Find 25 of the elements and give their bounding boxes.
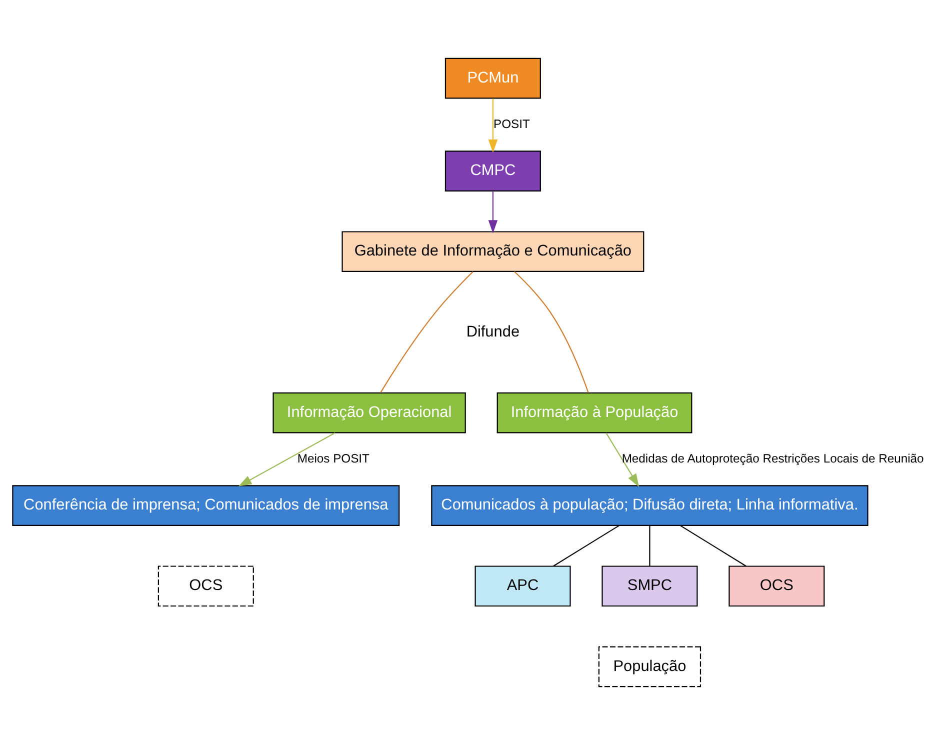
node-box: Conferência de imprensa; Comunicados de imprensa (12, 484, 400, 526)
node-box: SMPC (602, 565, 698, 606)
arrow (238, 432, 336, 486)
arrow (488, 190, 498, 233)
label: Difunde (466, 322, 520, 340)
node-box: Informação Operacional (272, 392, 466, 433)
node-box: CMPC (444, 150, 541, 191)
arrow (488, 98, 498, 152)
edge-label: Medidas de Autoproteção Restrições Locais de Reunião (622, 450, 924, 465)
node-box: Gabinete de Informação e Comunicação (342, 230, 644, 272)
node-box: População (598, 646, 702, 687)
edge-label: Meios POSIT (297, 450, 370, 465)
node-box: OCS (728, 565, 825, 606)
arrow (606, 432, 640, 486)
connector (680, 524, 746, 566)
connector (553, 524, 620, 566)
node-box: APC (474, 565, 571, 606)
node-box: Comunicados à população; Difusão direta; Linha informativa. (431, 484, 868, 526)
edge-label: POSIT (494, 116, 530, 130)
node-box: PCMun (444, 57, 541, 98)
connector (380, 270, 474, 392)
node-box: Informação à População (496, 392, 692, 433)
connector (649, 525, 650, 566)
node-box: OCS (158, 565, 254, 606)
connector (514, 270, 589, 392)
